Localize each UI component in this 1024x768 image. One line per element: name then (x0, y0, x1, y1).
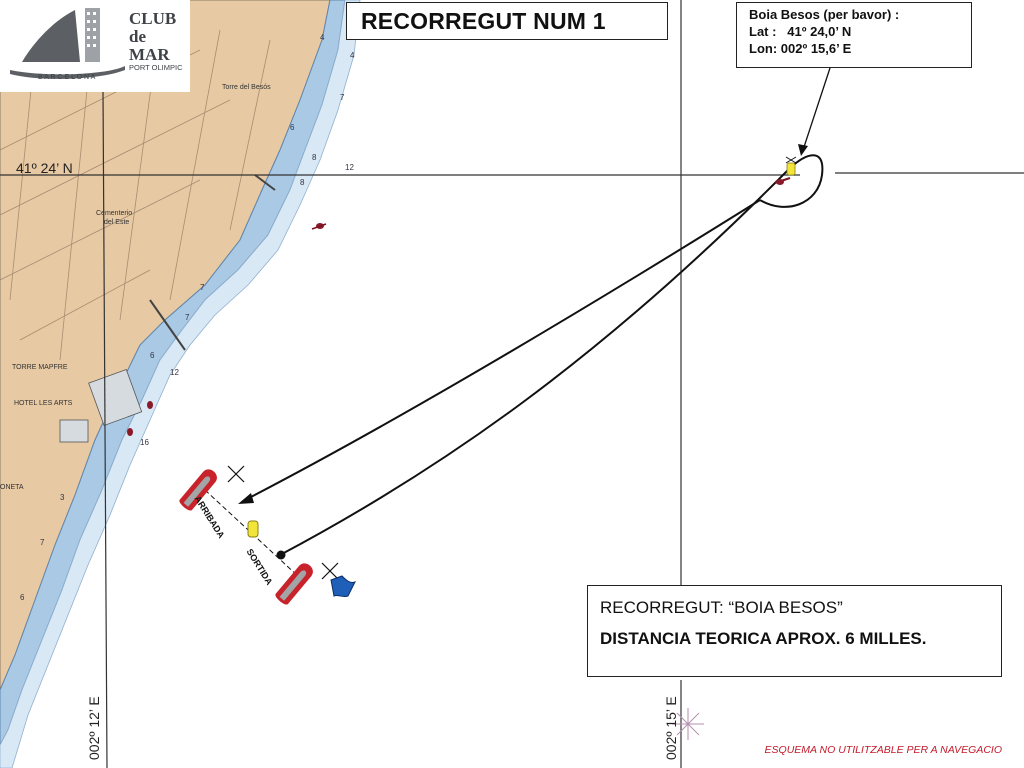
committee-boat-upper-icon (179, 469, 217, 511)
buoy-besos-icon (774, 156, 797, 185)
start-point-dot (276, 550, 286, 560)
buoy-pointer-line (802, 67, 831, 151)
svg-text:8: 8 (312, 153, 317, 162)
label-torre-mapfre: TORRE MAPFRE (12, 364, 68, 371)
buoy-longitude: Lon: 002º 15,6’ E (749, 41, 852, 56)
label-torre-besos: Torre del Besós (222, 84, 271, 91)
navigation-disclaimer: ESQUEMA NO UTILITZABLE PER A NAVEGACIO (764, 744, 1002, 756)
svg-text:7: 7 (185, 313, 190, 322)
logo-de: de (129, 27, 146, 46)
committee-boat-lower-icon (275, 563, 313, 605)
svg-text:3: 3 (60, 493, 65, 502)
pointer-arrow-icon (798, 144, 808, 156)
deeper-band (0, 0, 361, 768)
route-summary-box: RECORREGUT: “BOIA BESOS” DISTANCIA TEORI… (587, 585, 1002, 677)
svg-text:16: 16 (140, 438, 149, 447)
logo-city: B A R C E L O N A (38, 74, 96, 81)
svg-text:7: 7 (340, 93, 345, 102)
longitude-label-east: 002º 15’ E (663, 696, 679, 760)
latitude-label: 41º 24’ N (16, 160, 73, 176)
pin-end-buoy-icon (247, 520, 259, 538)
svg-text:7: 7 (40, 538, 45, 547)
port-structures (59, 174, 276, 443)
logo-mar: MAR (129, 45, 170, 64)
depth-soundings: 4 4 7 8 12 8 6 7 7 12 6 16 3 7 6 (20, 33, 355, 602)
label-neta: ONETA (0, 484, 24, 491)
svg-text:6: 6 (150, 351, 155, 360)
blue-flag-icon (330, 575, 357, 598)
buoy-info-box: Boia Besos (per bavor) : Lat : 41º 24,0’… (736, 2, 972, 68)
svg-text:6: 6 (290, 123, 295, 132)
route-distance: DISTANCIA TEORICA APROX. 6 MILLES. (600, 629, 927, 648)
label-del-este: del Este (104, 219, 130, 226)
svg-text:7: 7 (200, 283, 205, 292)
route-name: RECORREGUT: “BOIA BESOS” (600, 598, 843, 617)
logo-club: CLUB (129, 9, 176, 28)
logo-port: PORT OLIMPIC (129, 63, 183, 72)
arrow-head-icon (238, 493, 254, 504)
sailboat-logo-icon: CLUB de MAR PORT OLIMPIC B A R C E L O N… (10, 8, 183, 81)
page-title: RECORREGUT NUM 1 (361, 8, 606, 34)
route-outbound (279, 167, 791, 556)
compass-rose-icon (672, 708, 704, 740)
shore-anchor-icons (127, 223, 327, 436)
svg-text:12: 12 (170, 368, 179, 377)
longitude-label-west: 002º 12’ E (86, 696, 102, 760)
svg-text:4: 4 (320, 33, 325, 42)
cross-marker-icon (227, 465, 339, 580)
svg-text:8: 8 (300, 178, 305, 187)
title-box: RECORREGUT NUM 1 (346, 2, 668, 40)
svg-text:6: 6 (20, 593, 25, 602)
svg-text:12: 12 (345, 163, 354, 172)
label-hotel-arts: HOTEL LES ARTS (14, 400, 73, 407)
route-loop-around-buoy (759, 154, 824, 208)
buoy-latitude: Lat : 41º 24,0’ N (749, 24, 852, 39)
svg-text:4: 4 (350, 51, 355, 60)
label-cementerio: Cementerio (96, 210, 133, 217)
route-return (244, 199, 761, 501)
club-de-mar-logo: CLUB de MAR PORT OLIMPIC B A R C E L O N… (0, 0, 190, 92)
buoy-name: Boia Besos (per bavor) : (749, 7, 900, 22)
